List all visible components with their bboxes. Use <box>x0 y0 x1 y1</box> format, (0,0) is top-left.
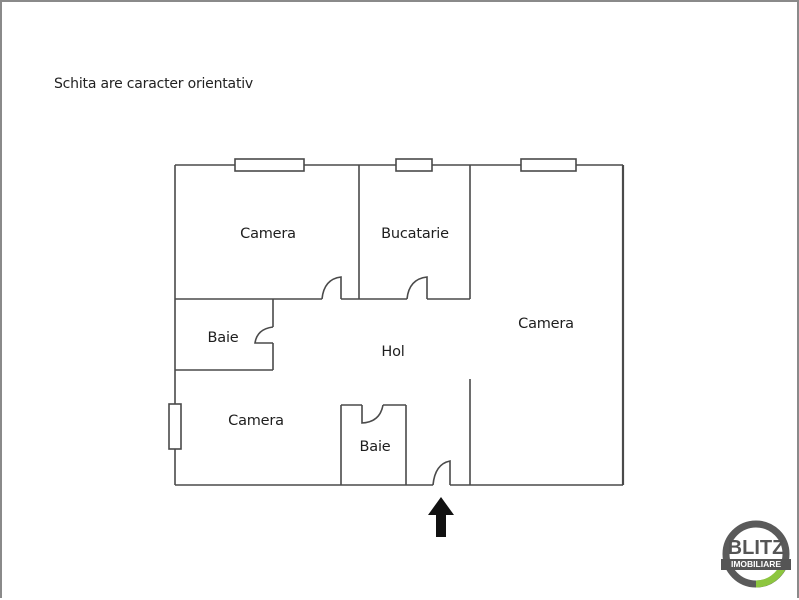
door-camera-top-left <box>321 276 342 300</box>
window-camera-top-left <box>234 158 305 172</box>
room-label-camera-right: Camera <box>518 316 574 332</box>
blitz-imobiliare-logo: BLITZ IMOBILIARE <box>721 519 791 589</box>
room-label-baie-bottom: Baie <box>359 439 391 455</box>
disclaimer-note: Schita are caracter orientativ <box>54 76 254 92</box>
door-baie-bottom <box>361 404 384 424</box>
arrow-up-icon <box>428 497 454 537</box>
door-bucatarie <box>406 276 428 300</box>
window-bucatarie <box>395 158 433 172</box>
door-baie-left <box>254 326 274 344</box>
door-entrance <box>432 460 451 486</box>
room-label-camera-top-left: Camera <box>240 226 296 242</box>
room-label-bucatarie: Bucatarie <box>381 226 449 242</box>
logo-sub-text: IMOBILIARE <box>721 559 791 570</box>
logo-brand-text: BLITZ <box>727 537 785 559</box>
window-camera-bottom-left <box>168 403 182 450</box>
window-camera-right <box>520 158 577 172</box>
room-label-hol: Hol <box>381 344 405 360</box>
room-label-camera-bottom-left: Camera <box>228 413 284 429</box>
room-label-baie-left: Baie <box>207 330 239 346</box>
